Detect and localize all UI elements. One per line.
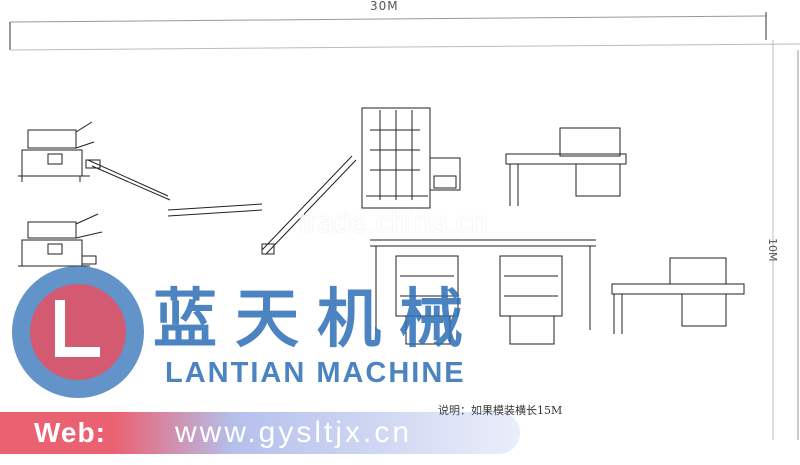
web-banner <box>0 412 520 454</box>
web-label: Web: <box>34 417 106 448</box>
mixer-lower <box>18 213 103 267</box>
brand-logo <box>12 266 144 398</box>
block-press-right <box>499 255 563 345</box>
watermark-text: trade.china.cn <box>299 206 488 239</box>
packing-machine-right <box>611 257 745 334</box>
web-url[interactable]: www.gysltjx.cn <box>175 416 413 449</box>
mixer-upper <box>18 121 171 201</box>
packing-machine-top <box>505 127 627 206</box>
conveyor-belt <box>167 155 357 255</box>
main-frame <box>370 239 596 330</box>
dimension-length: 30M <box>370 0 399 13</box>
dim-line-30m <box>9 15 767 23</box>
block-press-left <box>395 255 459 345</box>
block-press-top <box>361 107 461 209</box>
dimension-width: 10M <box>766 238 779 262</box>
border-top <box>9 43 800 51</box>
brand-name-chinese: 蓝天机械 <box>153 283 481 357</box>
brand-name-english: LANTIAN MACHINE <box>165 357 466 389</box>
